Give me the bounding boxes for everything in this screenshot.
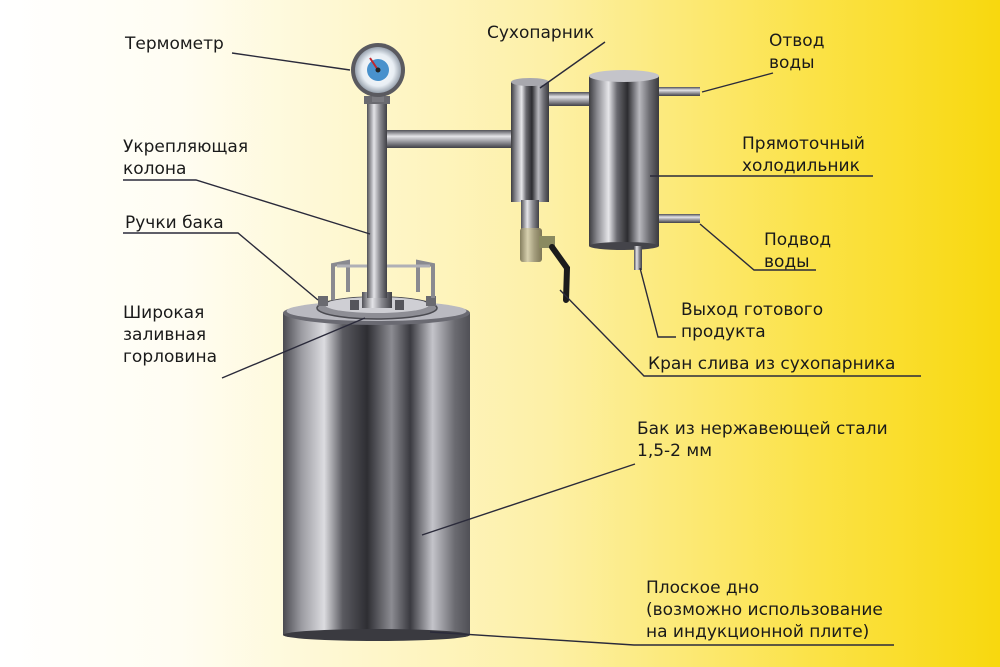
dry-steamer xyxy=(511,78,549,230)
label-reinforcing-column: Укрепляющая колона xyxy=(123,137,249,179)
leader-handles xyxy=(123,232,319,301)
leader-product-out xyxy=(639,267,676,338)
label-tank-handles: Ручки бака xyxy=(125,213,224,233)
leader-drain-valve xyxy=(559,289,921,377)
leader-bottom xyxy=(429,631,894,646)
label-filling-neck: Широкая заливная горловина xyxy=(123,303,217,367)
label-water-in: Подвод воды xyxy=(764,230,832,272)
leader-tank xyxy=(421,463,636,536)
steamer-cooler-pipe xyxy=(549,92,591,106)
leader-water-in xyxy=(699,223,816,271)
label-product-out: Выход готового продукта xyxy=(681,300,824,342)
label-drain-valve: Кран слива из сухопарника xyxy=(648,354,896,374)
tank xyxy=(283,301,470,641)
ball-valve-icon xyxy=(520,228,571,303)
label-flat-bottom: Плоское дно (возможно использование на и… xyxy=(646,578,883,642)
straight-flow-cooler xyxy=(589,70,700,270)
vapor-pipe xyxy=(387,130,513,148)
label-tank: Бак из нержавеющей стали 1,5-2 мм xyxy=(637,419,888,461)
label-dry-steamer: Сухопарник xyxy=(487,23,595,43)
leader-column xyxy=(123,179,371,235)
leader-lines xyxy=(123,41,921,646)
leader-neck xyxy=(221,317,366,379)
leader-water-out xyxy=(701,72,774,93)
reinforcing-column xyxy=(364,96,390,298)
label-thermometer: Термометр xyxy=(125,34,224,54)
label-straight-flow-cooler: Прямоточный холодильник xyxy=(742,134,865,176)
label-water-out: Отвод воды xyxy=(769,31,825,73)
leader-thermometer xyxy=(231,52,351,71)
leader-dry-steamer xyxy=(539,41,606,89)
thermometer-icon xyxy=(351,43,405,102)
filling-neck xyxy=(316,292,438,320)
